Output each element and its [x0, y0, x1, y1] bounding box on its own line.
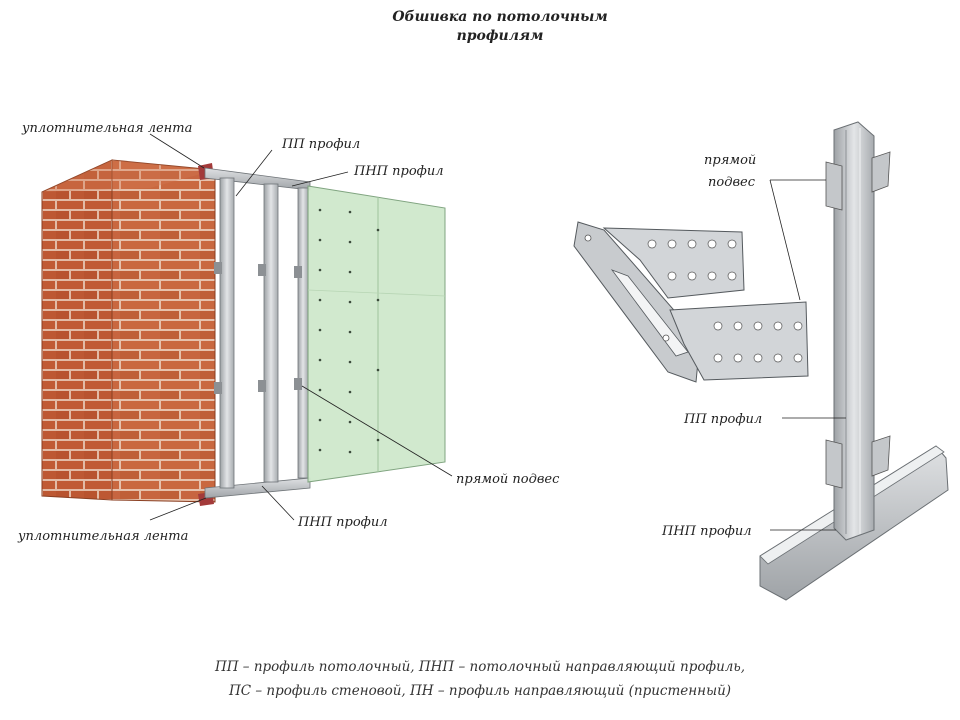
label-pp-profile-left: ПП профил — [281, 137, 360, 152]
diagram-title: Обшивка по потолочным профилям — [360, 8, 640, 46]
title-line-2: профилям — [456, 28, 544, 44]
right-leader-lines — [769, 179, 846, 531]
label-pp-profile-right: ПП профил — [683, 412, 762, 427]
left-leader-lines — [149, 133, 453, 521]
direct-hangers-vertical — [825, 151, 891, 489]
hanger-perforations — [647, 239, 803, 363]
label-pnp-profile-top: ПНП профил — [353, 164, 444, 179]
caption-line-2: ПС – профиль стеновой, ПН – профиль напр… — [228, 683, 732, 699]
brick-wall — [41, 159, 216, 503]
legend-caption: ПП – профиль потолочный, ПНП – потолочны… — [150, 655, 810, 703]
drywall-screws — [318, 208, 380, 454]
metal-frame — [204, 167, 311, 499]
caption-line-1: ПП – профиль потолочный, ПНП – потолочны… — [214, 659, 746, 675]
label-direct-hanger-left: прямой подвес — [456, 472, 560, 487]
label-sealing-tape-bottom: уплотнительная лента — [17, 529, 188, 544]
direct-hanger-detail — [573, 221, 809, 383]
label-pnp-profile-bottom: ПНП профил — [297, 515, 388, 530]
drywall-sheet — [307, 185, 446, 483]
label-sealing-tape-top: уплотнительная лента — [21, 121, 192, 136]
label-pnp-profile-right: ПНП профил — [661, 524, 752, 539]
label-direct-hanger-right-line-2: подвес — [708, 175, 756, 190]
title-line-1: Обшивка по потолочным — [392, 9, 608, 25]
label-direct-hanger-right-line-1: прямой — [704, 153, 756, 168]
pp-profile-vertical — [833, 121, 875, 541]
